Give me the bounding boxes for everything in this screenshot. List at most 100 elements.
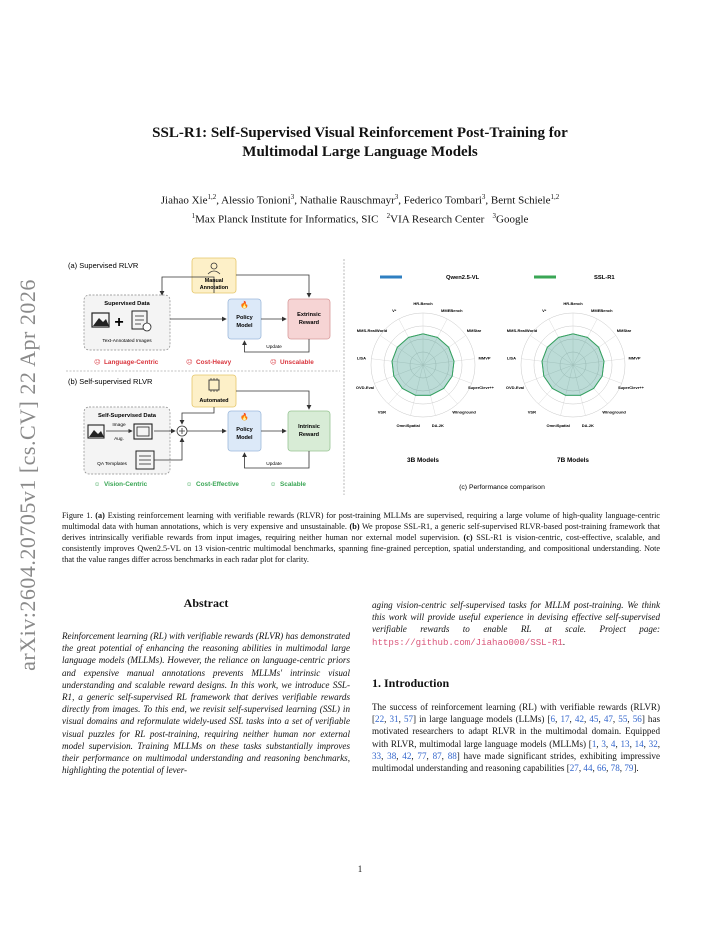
citation-link[interactable]: 13 <box>620 738 630 749</box>
intro-text: , <box>584 714 590 725</box>
citation-link[interactable]: 42 <box>574 714 584 725</box>
citation-link[interactable]: 88 <box>447 750 457 761</box>
citation-link[interactable]: 4 <box>610 738 616 749</box>
radar-axis-label: V* <box>392 308 397 313</box>
citation-link[interactable]: 87 <box>432 750 442 761</box>
citation-link[interactable]: 14 <box>634 738 644 749</box>
radar-axis-label: LISA <box>507 356 516 361</box>
qa-templates-label: QA Templates <box>97 461 127 467</box>
abstract-continuation: aging vision-centric self-supervised tas… <box>372 599 660 649</box>
intro-text: , <box>569 714 575 725</box>
citation-link[interactable]: 44 <box>583 763 593 774</box>
panel-b-label: (b) Self-supervised RLVR <box>68 377 153 386</box>
radar-axis-label: V* <box>542 308 547 313</box>
intrinsic-label-1: Intrinsic <box>298 424 320 430</box>
caption-text-b: We propose SSL-R1, a generic self-superv… <box>62 522 660 542</box>
intro-text: ] has motivated researchers to adapt RLV… <box>372 714 661 749</box>
citation-link[interactable]: 32 <box>648 738 658 749</box>
abstract-body: Reinforcement learning (RL) with verifia… <box>62 631 350 776</box>
radar-chart-3b: HR-BenchMMEBenchMMStarMMVPSuperClevr++Wi… <box>356 301 495 428</box>
radar-axis-label: OVD-Eval <box>506 385 524 390</box>
intro-text: , <box>615 738 621 749</box>
drawback-3: Unscalable <box>280 359 314 366</box>
author-affil-sup: 1,2 <box>207 193 217 201</box>
citation-link[interactable]: 27 <box>569 763 579 774</box>
radar-axis-label: MMVP <box>479 356 491 361</box>
fire-icon: 🔥 <box>240 412 249 421</box>
citation-link[interactable]: 31 <box>389 714 399 725</box>
citation-link[interactable]: 56 <box>632 714 642 725</box>
citation-link[interactable]: 6 <box>550 714 556 725</box>
citation-link[interactable]: 55 <box>618 714 628 725</box>
augmented-image-icon <box>133 423 153 440</box>
radar-spoke <box>422 364 458 405</box>
citation-link[interactable]: 77 <box>417 750 427 761</box>
intro-text: , <box>411 750 418 761</box>
radar-spoke <box>524 364 574 384</box>
drawback-1: Language-Centric <box>104 359 159 366</box>
citation-link[interactable]: 1 <box>591 738 597 749</box>
citation-link[interactable]: 33 <box>372 750 382 761</box>
radar-axis-label: VSR <box>528 409 536 414</box>
citation-link[interactable]: 38 <box>387 750 397 761</box>
radar-spoke <box>374 364 424 384</box>
radar-axis-label: HR-Bench <box>563 301 583 306</box>
intro-text: , <box>619 763 625 774</box>
citation-link[interactable]: 78 <box>610 763 620 774</box>
title-line-1: SSL-R1: Self-Supervised Visual Reinforce… <box>152 125 568 141</box>
radar-axis-label: MMEBench <box>441 308 463 313</box>
intro-text: , <box>381 750 388 761</box>
update-label-b: Update <box>266 461 282 467</box>
caption-tag-c: (c) <box>463 533 473 542</box>
legend-qwen: Qwen2.5-VL <box>446 275 480 281</box>
intro-text: , <box>398 714 404 725</box>
teaser-figure: (a) Supervised RLVR Manual Annotation Su… <box>66 257 645 495</box>
intro-text: , <box>643 738 649 749</box>
radar-axis-label: MMVP <box>629 356 641 361</box>
affil-sup: 2 <box>386 211 391 220</box>
project-link[interactable]: https://github.com/Jiahao000/SSL-R1 <box>372 636 563 648</box>
intro-text: , <box>426 750 433 761</box>
citation-link[interactable]: 22 <box>375 714 385 725</box>
caption-tag-a: (a) <box>95 511 105 520</box>
citation-link[interactable]: 3 <box>601 738 606 749</box>
citation-link[interactable]: 66 <box>597 763 607 774</box>
radar-axis-label: OmniSpatial <box>396 423 419 428</box>
citation-link[interactable]: 45 <box>589 714 599 725</box>
extrinsic-label-1: Extrinsic <box>297 312 321 318</box>
citation-link[interactable]: 42 <box>402 750 412 761</box>
abstract-heading: Abstract <box>183 596 229 610</box>
update-label-a: Update <box>266 344 282 350</box>
intro-heading: 1. Introduction <box>372 676 450 690</box>
radar-spoke <box>538 364 574 405</box>
author-name: Jiahao Xie <box>160 194 208 207</box>
image-icon <box>91 312 110 328</box>
citation-link[interactable]: 47 <box>603 714 613 725</box>
intro-text: ] in large language models (LLMs) [ <box>413 714 551 725</box>
citation-link[interactable]: 79 <box>624 763 634 774</box>
author-name: Bernt Schiele <box>490 194 551 207</box>
citation-link[interactable]: 57 <box>403 714 414 725</box>
sad-icon: ☹ <box>94 359 101 366</box>
radar-axis-label: LISA <box>357 356 366 361</box>
intro-text: , <box>578 763 584 774</box>
radar-spoke <box>572 335 616 366</box>
intro-text: , <box>657 738 661 749</box>
image-aug-label-1: Image <box>112 422 126 428</box>
fire-icon: 🔥 <box>240 300 249 309</box>
radar-subtitle-3b: 3B Models <box>407 457 439 464</box>
citation-link[interactable]: 17 <box>560 714 570 725</box>
intro-text: , <box>555 714 561 725</box>
smile-icon: ☺ <box>270 481 277 488</box>
caption-lead: Figure 1. <box>62 511 93 520</box>
radar-spoke <box>422 364 472 384</box>
radar-spoke <box>422 335 466 366</box>
automated-label: Automated <box>199 398 229 404</box>
radar-spoke <box>530 335 574 366</box>
radar-spoke <box>410 364 424 416</box>
policy-label-b-2: Model <box>236 435 253 441</box>
intro-text: ] have made significant strides, exhibit… <box>372 750 660 774</box>
radar-spoke <box>398 318 424 366</box>
radar-series-polygon <box>391 333 455 396</box>
caption-tag-b: (b) <box>349 522 360 531</box>
